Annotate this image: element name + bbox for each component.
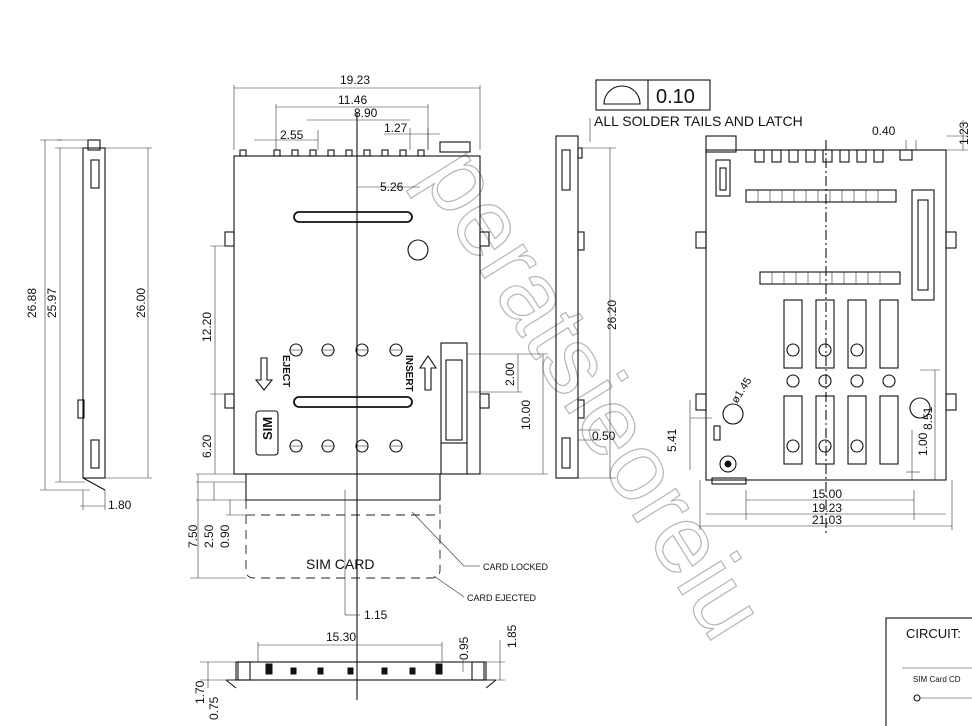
dim-6-20: 6.20	[200, 434, 214, 458]
dim-0-95: 0.95	[457, 636, 471, 660]
dim-19-23-top: 19.23	[340, 73, 370, 87]
contact-strip-lower	[759, 271, 901, 285]
dim-5-41: 5.41	[665, 428, 679, 452]
card-locked-label: CARD LOCKED	[483, 562, 549, 572]
side-rail	[911, 189, 935, 301]
contact-strip-upper	[745, 189, 897, 203]
watermark: peratsieoreiu	[402, 129, 788, 658]
dim-21-03: 21.03	[812, 513, 842, 527]
dim-12-20: 12.20	[200, 312, 214, 342]
dim-5-26: 5.26	[380, 180, 404, 194]
circuit-box: CIRCUIT: SIM Card CD	[885, 617, 972, 726]
spring-contacts-upper	[783, 299, 899, 369]
eject-label: EJECT	[280, 355, 291, 387]
holes-row	[786, 374, 896, 388]
watermark-text: peratsieoreiu	[402, 129, 787, 656]
dim-1-85: 1.85	[505, 624, 519, 648]
dim-15-30: 15.30	[326, 630, 356, 644]
pad-row-bottom	[289, 439, 403, 453]
sim-card-label: SIM CARD	[306, 556, 374, 572]
insert-label: INSERT	[403, 355, 414, 392]
dim-0-40: 0.40	[872, 124, 896, 138]
insert-arrow-icon	[418, 355, 438, 391]
dim-1-23: 1.23	[957, 121, 971, 145]
dim-1-27: 1.27	[384, 121, 408, 135]
card-ejected-label: CARD EJECTED	[467, 593, 537, 603]
tolerance-note: ALL SOLDER TAILS AND LATCH	[594, 113, 803, 129]
eject-arrow-icon	[254, 357, 274, 391]
dim-15-00: 15.00	[812, 487, 842, 501]
dim-8-90: 8.90	[354, 106, 378, 120]
top-pad-row	[754, 149, 913, 163]
dim-2-55: 2.55	[280, 128, 304, 142]
dim-26-88: 26.88	[25, 288, 39, 318]
dim-2-50: 2.50	[202, 524, 216, 548]
side-view-left: 26.88 25.97 26.00 1.80	[25, 139, 152, 512]
dim-1-70: 1.70	[193, 680, 207, 704]
dim-26-20: 26.20	[605, 300, 619, 330]
dim-8-51: 8.51	[921, 406, 935, 430]
dim-1-00: 1.00	[916, 432, 930, 456]
dim-0-90: 0.90	[218, 524, 232, 548]
tolerance-frame: 0.10 ALL SOLDER TAILS AND LATCH	[589, 79, 803, 142]
dim-2-00: 2.00	[503, 362, 517, 386]
spring-contacts-lower	[783, 395, 899, 465]
dim-1-15: 1.15	[364, 608, 388, 622]
pcb-footprint-view: 0.40 1.23 ø1.45 8.51 1.00 5.41 15.00 19.…	[665, 120, 971, 535]
dim-25-97: 25.97	[45, 288, 59, 318]
dim-10-00: 10.00	[519, 400, 533, 430]
dim-dia-1-45: ø1.45	[729, 375, 754, 405]
pad-row-top	[289, 343, 403, 357]
bottom-view: 15.30 0.95 1.85 1.70 0.75	[193, 624, 519, 720]
dim-0-75: 0.75	[207, 696, 221, 720]
sim-card-outline: 7.50 2.50 0.90 SIM CARD CARD LOCKED CARD…	[186, 474, 549, 622]
profile-of-surface-icon	[603, 85, 641, 105]
dim-11-46: 11.46	[338, 93, 367, 107]
contact-strip-lower-ticks	[771, 272, 881, 284]
dim-0-50: 0.50	[592, 429, 616, 443]
tolerance-value: 0.10	[656, 86, 695, 108]
circuit-title: CIRCUIT:	[906, 626, 961, 641]
dim-26-00: 26.00	[134, 288, 148, 318]
sim-label: SIM	[260, 417, 275, 440]
contact-strip-upper-ticks	[757, 190, 879, 202]
circuit-item: SIM Card CD	[913, 675, 961, 684]
dim-19-23-pcb: 19.23	[812, 501, 842, 515]
front-view: SIM EJECT INSERT	[196, 73, 548, 700]
side-view-right: 26.20 0.50	[555, 135, 619, 479]
dim-1-80: 1.80	[108, 498, 132, 512]
dim-7-50: 7.50	[186, 524, 200, 548]
